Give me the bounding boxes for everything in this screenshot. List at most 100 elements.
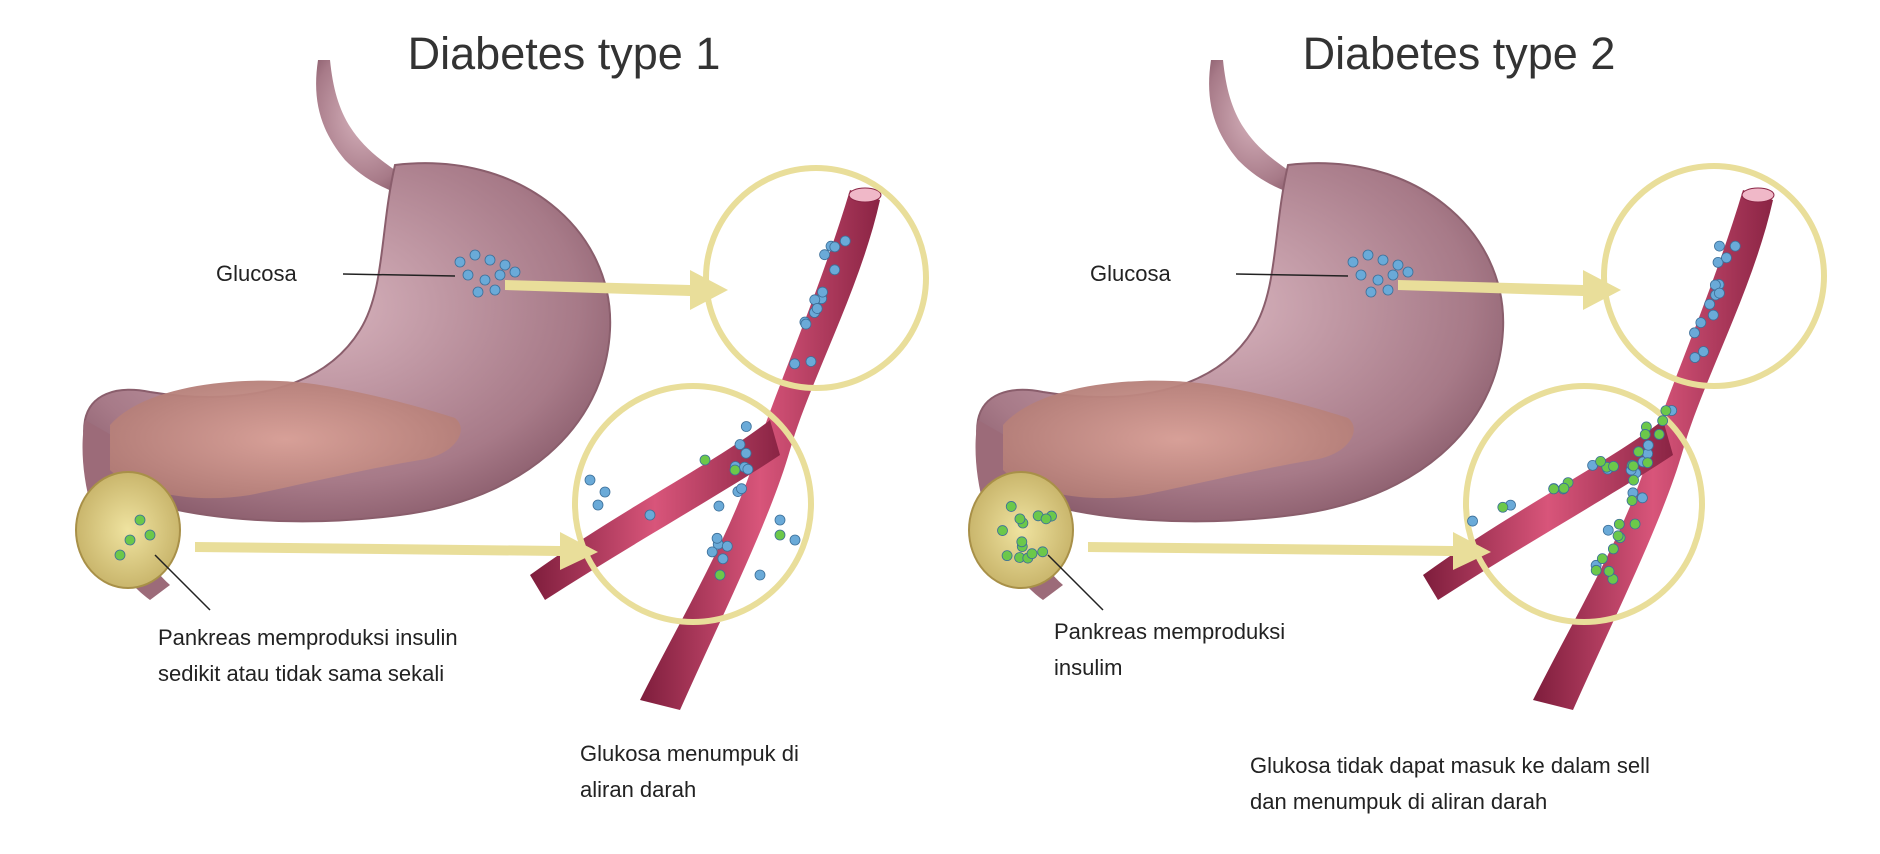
glucose-dot [479, 274, 491, 286]
vessel-opening [848, 187, 882, 203]
insulin-dot [114, 549, 126, 561]
panel-type-2 [968, 60, 1827, 710]
glucose-dot [711, 532, 723, 544]
glucose-dot [494, 269, 506, 281]
pancreas-caption-2-line2: insulim [1054, 655, 1123, 680]
glucose-dot [484, 254, 496, 266]
magnifier-circle-bottom [1463, 383, 1705, 625]
glucose-dot [1602, 524, 1614, 536]
glucose-dot [592, 499, 604, 511]
glucose-dot [1347, 256, 1359, 268]
insulin-dot [1633, 446, 1644, 458]
insulin-dot [134, 514, 146, 526]
insulin-dot [1612, 530, 1624, 542]
insulin-dot [1590, 564, 1602, 576]
glucose-dot [706, 546, 718, 558]
glucose-pointer-line [342, 273, 456, 277]
insulin-dot [714, 569, 726, 581]
blood-caption-1-line1: Glukosa menumpuk di [580, 741, 799, 766]
panel-type-1 [75, 60, 929, 710]
panel-1-title: Diabetes type 1 [407, 28, 721, 79]
insulin-dot [1613, 518, 1625, 530]
insulin-dot [1627, 460, 1639, 472]
blood-caption-2: Glukosa tidak dapat masuk ke dalam sell … [1250, 748, 1650, 820]
insulin-dot [1642, 457, 1653, 469]
glucose-dot [489, 284, 501, 296]
insulin-dot [729, 464, 741, 476]
glucose-dot [599, 486, 611, 498]
magnifier-circle-bottom [572, 383, 814, 625]
arrow-insulin [195, 532, 598, 570]
pancreas [110, 380, 461, 499]
insulin-dot [1660, 405, 1672, 417]
glucose-dot [754, 569, 766, 581]
insulin-dot [1016, 536, 1028, 548]
glucose-dot [713, 500, 725, 512]
insulin-dot [1626, 495, 1638, 506]
glucose-dot [1382, 284, 1394, 296]
insulin-dot [1595, 455, 1606, 467]
glucose-dot [1377, 254, 1389, 266]
glucose-dot [1387, 269, 1399, 281]
glucose-dot [1698, 346, 1709, 357]
glucose-dot [1467, 515, 1478, 527]
pancreas-pointer-line [154, 554, 211, 611]
glucose-dot [721, 540, 733, 552]
glucose-dot [789, 358, 801, 370]
insulin-dot [144, 529, 156, 541]
glucose-dot [1392, 259, 1404, 271]
panel-2-title: Diabetes type 2 [1302, 28, 1616, 79]
glucose-dot [1689, 352, 1701, 363]
glucose-dot [1689, 327, 1700, 339]
glucose-dot [584, 474, 596, 486]
insulin-dot [1558, 482, 1570, 494]
insulin-dot [1628, 474, 1639, 486]
glucose-dot [740, 421, 752, 432]
glucose-dot [742, 463, 754, 475]
glucose-dot [1704, 298, 1716, 310]
insulin-dot [124, 534, 136, 546]
arrow-to-blood [505, 270, 728, 310]
glucose-dot [509, 266, 521, 278]
pancreas-islet [75, 471, 181, 589]
glucose-dot [717, 553, 729, 565]
glucose-dot [1712, 256, 1724, 268]
pancreas-pointer-line [1047, 554, 1104, 611]
glucose-dot [454, 256, 466, 268]
insulin-dot [1040, 513, 1052, 525]
glucose-dot [1721, 252, 1732, 264]
glucose-dot [839, 235, 851, 247]
insulin-dot [1596, 553, 1608, 565]
glucose-dot [469, 249, 481, 261]
blood-caption-1: Glukosa menumpuk di aliran darah [580, 736, 799, 808]
pancreas-caption-2: Pankreas memproduksi insulim [1054, 614, 1285, 686]
glucose-dot [740, 447, 752, 459]
pancreas [1003, 380, 1354, 499]
glucose-dot [1707, 309, 1719, 321]
glucose-dot [1355, 269, 1367, 281]
insulin-dot [1497, 501, 1509, 513]
insulin-dot [1001, 550, 1013, 562]
glucose-dot [817, 286, 828, 298]
glucose-dot [811, 303, 823, 314]
insulin-dot [1603, 565, 1615, 577]
glucose-pointer-line [1235, 273, 1349, 277]
insulin-dot [1608, 461, 1619, 472]
insulin-dot [1026, 548, 1038, 560]
insulin-dot [1014, 513, 1026, 525]
insulin-dot [1548, 483, 1560, 495]
blood-caption-1-line2: aliran darah [580, 777, 697, 802]
insulin-dot [1629, 518, 1641, 530]
blood-caption-2-line1: Glukosa tidak dapat masuk ke dalam sell [1250, 753, 1650, 778]
blood-vessel-branch [530, 420, 780, 600]
glucose-dot [1637, 492, 1648, 504]
pancreas-caption-2-line1: Pankreas memproduksi [1054, 619, 1286, 644]
blood-caption-2-line2: dan menumpuk di aliran darah [1250, 789, 1548, 814]
insulin-dot [1657, 415, 1669, 427]
glucose-dot [1714, 287, 1725, 299]
glucose-dot [774, 514, 786, 526]
pancreas-caption-1-line2: sedikit atau tidak sama sekali [158, 661, 445, 686]
glucose-label-2: Glucosa [1090, 261, 1171, 286]
esophagus [1209, 60, 1313, 200]
